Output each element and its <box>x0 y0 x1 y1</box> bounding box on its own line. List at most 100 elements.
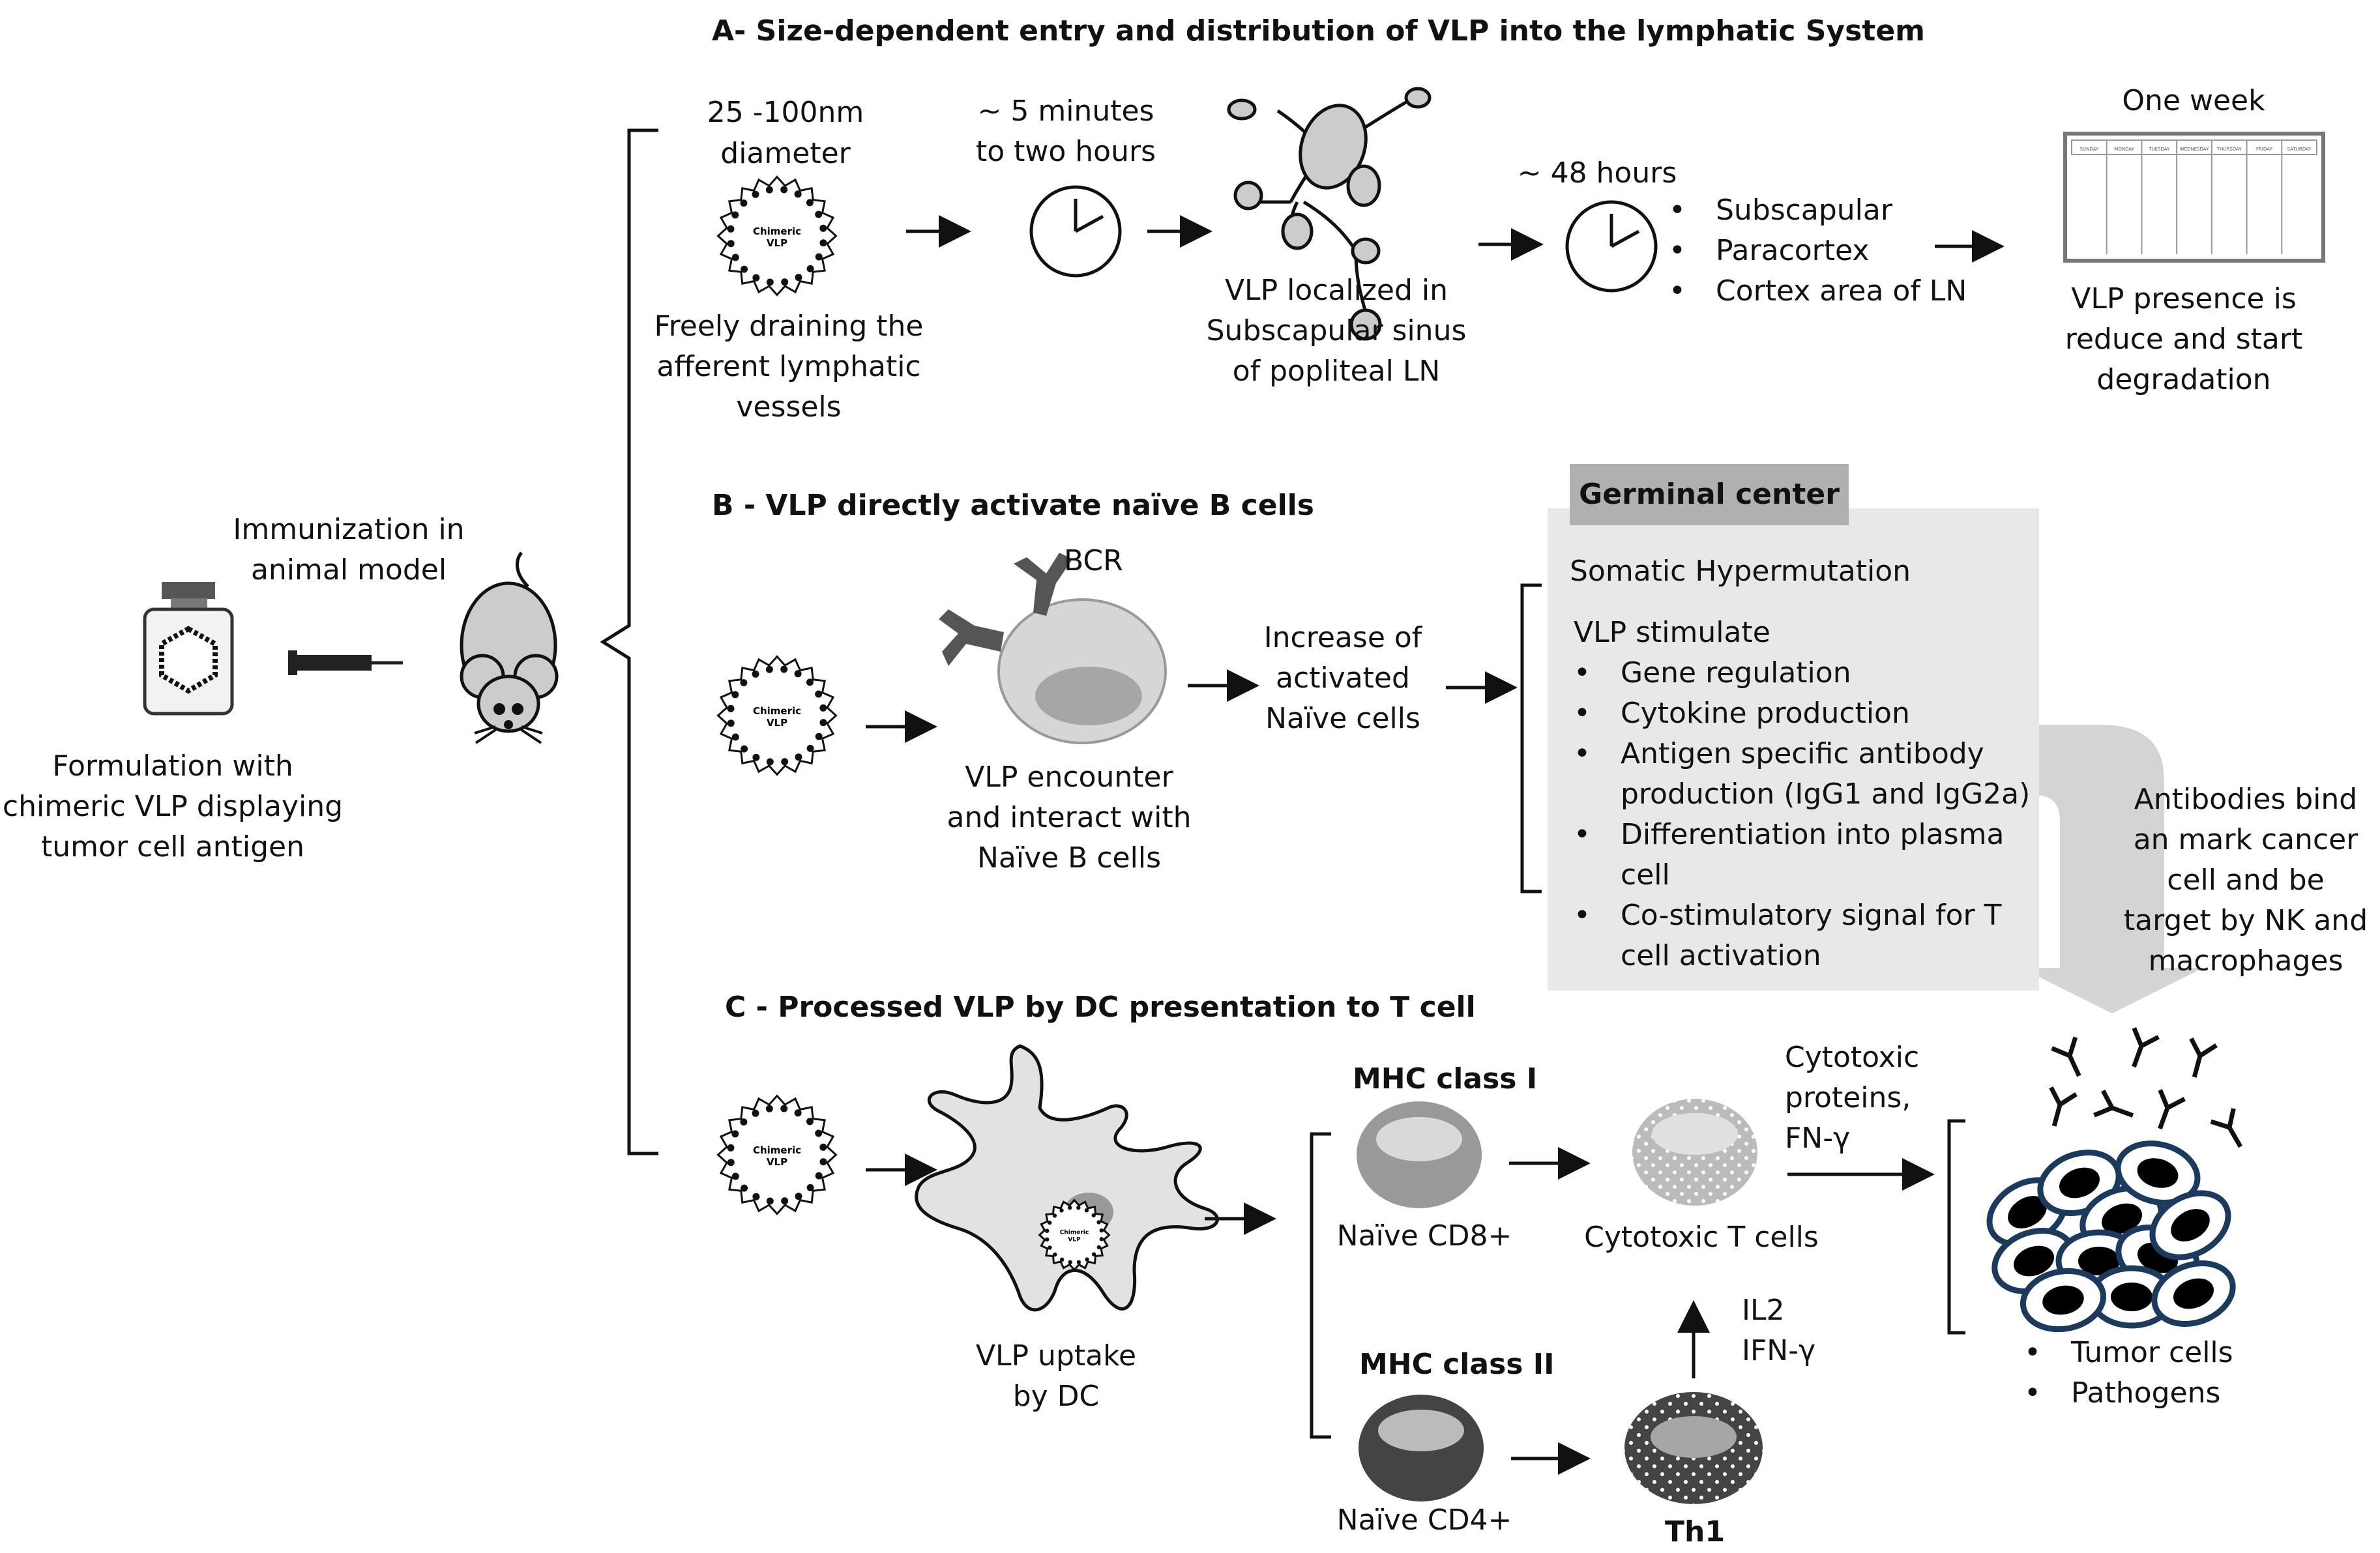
formulation-label: Formulation with <box>52 749 293 783</box>
immunization-label: Immunization in <box>233 513 465 546</box>
vlp-label: Chimeric <box>753 1144 801 1156</box>
vial-icon <box>143 582 234 716</box>
th1-cell-icon <box>1624 1392 1763 1504</box>
vlp-label: VLP <box>1068 1236 1081 1243</box>
list-item-text: production (IgG1 and IgG2a) <box>1621 777 2031 811</box>
section-c-title: C - Processed VLP by DC presentation to … <box>725 991 1476 1024</box>
list-item: Pathogens <box>2024 1373 2233 1414</box>
time-label: ~ 5 minutes <box>977 94 1154 128</box>
ifn-label: IFN-γ <box>1742 1334 1816 1367</box>
calendar-day-label: WEDNESDAY <box>2180 147 2209 152</box>
uptake-label: by DC <box>1012 1380 1100 1413</box>
mouse-icon <box>460 551 559 744</box>
germinal-center-title: Germinal center <box>1570 464 1849 525</box>
cytotoxic-proteins-label: proteins, <box>1785 1081 1911 1114</box>
vlp-size-label: diameter <box>720 137 851 170</box>
antibodies-label: target by NK and <box>2123 904 2368 937</box>
section-a-title: A- Size-dependent entry and distribution… <box>712 14 1926 48</box>
list-item-text: cell <box>1621 858 1670 892</box>
list-item-text: Antigen specific antibody <box>1621 737 1984 770</box>
cytotoxic-proteins-label: FN-γ <box>1785 1122 1851 1155</box>
list-item-text: Co-stimulatory signal for T <box>1621 899 2002 932</box>
list-item: Paracortex <box>1669 231 1967 271</box>
il2-label: IL2 <box>1742 1294 1785 1327</box>
list-item: Tumor cells <box>2024 1333 2233 1373</box>
immunization-label: animal model <box>250 553 447 587</box>
antibody-icon <box>2132 1027 2160 1068</box>
tumor-bracket <box>1947 1119 1965 1335</box>
mhc-class-2-label: MHC class II <box>1359 1348 1555 1381</box>
clock-icon <box>1565 200 1658 293</box>
vlp-label: Chimeric <box>753 225 801 237</box>
lymph-areas-list: Subscapular Paracortex Cortex area of LN <box>1669 190 1967 312</box>
formulation-label: tumor cell antigen <box>41 830 304 864</box>
tumor-cells-icon <box>1986 1140 2236 1333</box>
cytotoxic-t-cell-icon <box>1632 1099 1757 1206</box>
antibodies-label: an mark cancer <box>2133 823 2358 856</box>
syringe-icon <box>288 650 403 675</box>
presence-label: reduce and start <box>2064 323 2303 356</box>
uptake-label: VLP uptake <box>975 1339 1137 1372</box>
section-b-title: B - VLP directly activate naïve B cells <box>712 489 1314 522</box>
cytotoxic-t-label: Cytotoxic T cells <box>1584 1221 1819 1254</box>
presence-label: VLP presence is <box>2071 282 2297 315</box>
cd8-label: Naïve CD8+ <box>1336 1219 1512 1253</box>
list-item: Gene regulation <box>1574 653 2030 693</box>
vlp-label: Chimeric <box>753 705 801 717</box>
antibody-icon <box>2049 1086 2078 1127</box>
week-label: One week <box>2122 84 2265 117</box>
increase-label: Increase of <box>1263 621 1422 654</box>
formulation-label: chimeric VLP displaying <box>2 790 344 823</box>
localized-label: Subscapular sinus <box>1206 314 1467 347</box>
gc-effects-list: Gene regulation Cytokine production Anti… <box>1574 653 2030 976</box>
list-item: Cortex area of LN <box>1669 271 1967 312</box>
increase-label: Naïve cells <box>1265 702 1420 735</box>
list-item-text: Gene regulation <box>1621 656 1851 689</box>
localized-label: VLP localized in <box>1224 274 1448 307</box>
cd4-label: Naïve CD4+ <box>1336 1503 1512 1537</box>
lymph-node-icon <box>1227 87 1432 341</box>
time-label: ~ 48 hours <box>1517 156 1677 190</box>
vlp-label: VLP <box>767 237 787 249</box>
vlp-label: VLP <box>767 1156 787 1168</box>
main-brace <box>600 128 658 1155</box>
antibody-icon <box>2158 1089 2186 1130</box>
vlp-label: VLP <box>767 717 787 729</box>
time-label: to two hours <box>975 135 1156 168</box>
calendar-day-label: THURSDAY <box>2216 147 2242 152</box>
naive-cd8-cell-icon <box>1357 1101 1482 1208</box>
vlp-stimulate-label: VLP stimulate <box>1574 616 1770 649</box>
dendritic-cell-icon <box>915 1044 1219 1312</box>
calendar-day-label: SUNDAY <box>2080 147 2099 152</box>
encounter-label: VLP encounter <box>965 761 1173 794</box>
gc-bracket <box>1520 583 1542 893</box>
naive-cd4-cell-icon <box>1359 1395 1484 1502</box>
list-item: Cytokine production <box>1574 693 2030 734</box>
somatic-label: Somatic Hypermutation <box>1570 555 1911 588</box>
antibody-icon <box>2051 1036 2081 1077</box>
bcr-receptor-icon <box>939 553 1072 666</box>
calendar-day-label: SATURDAY <box>2287 147 2312 152</box>
drain-label: afferent lymphatic <box>656 350 921 383</box>
antibody-icon <box>2189 1037 2218 1078</box>
drain-label: Freely draining the <box>654 310 924 343</box>
calendar-day-label: TUESDAY <box>2148 147 2170 152</box>
mhc-class-1-label: MHC class I <box>1353 1062 1538 1096</box>
th1-label: Th1 <box>1665 1515 1725 1548</box>
vlp-label: Chimeric <box>1060 1230 1089 1236</box>
presence-label: degradation <box>2096 363 2271 396</box>
encounter-label: and interact with <box>947 801 1192 834</box>
antibody-icon <box>2093 1090 2134 1118</box>
drain-label: vessels <box>736 390 842 424</box>
targets-list: Tumor cells Pathogens <box>2024 1333 2233 1414</box>
bcr-label: BCR <box>1064 544 1123 577</box>
calendar-day-label: MONDAY <box>2114 147 2134 152</box>
vlp-size-label: 25 -100nm <box>707 96 864 129</box>
b-cell-icon <box>939 553 1167 744</box>
